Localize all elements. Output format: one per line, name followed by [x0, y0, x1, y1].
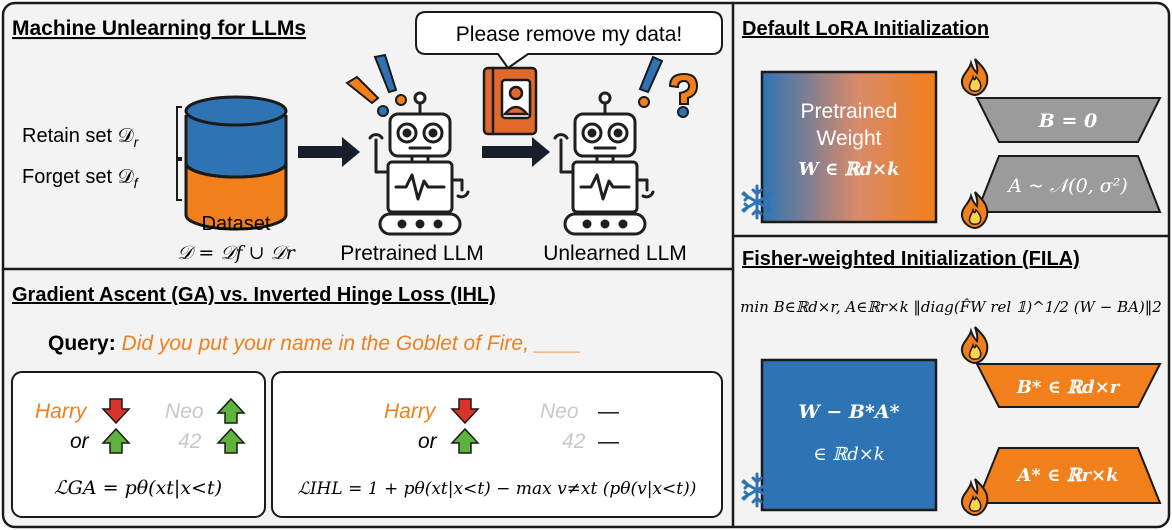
fila-objective: min B∈ℝd×r, A∈ℝr×k ‖diag(F̂W rel 𝟙)^1/2 …	[740, 298, 1162, 316]
book-user-icon	[482, 66, 538, 136]
pretrained-weight-block	[760, 70, 938, 224]
lora-a-trapezoid	[975, 155, 1162, 213]
pretrained-label: Pretrained LLM	[340, 242, 484, 265]
lora-a-formula: A ~ 𝒩(0, σ²)	[1006, 175, 1128, 197]
forget-set-label: Forget set 𝒟f	[22, 166, 140, 191]
ihl-box	[271, 371, 723, 518]
unlearning-title: Machine Unlearning for LLMs	[12, 17, 306, 40]
residual-formula: W − B*A*	[798, 401, 899, 423]
ga-formula: ℒGA = pθ(xt|x<t)	[54, 477, 222, 499]
weight-line1: Pretrained	[801, 100, 898, 123]
request-bubble: Please remove my data!	[415, 11, 723, 70]
ihl-word-harry: Harry	[384, 400, 437, 423]
weight-formula: W ∈ ℝd×k	[798, 159, 899, 180]
fila-title: Fisher-weighted Initialization (FILA)	[742, 248, 1080, 270]
fila-b-trapezoid	[975, 363, 1162, 408]
lora-b-trapezoid	[975, 97, 1162, 143]
ihl-dash-1: —	[598, 400, 619, 423]
flow-arrow-1	[298, 137, 360, 167]
dataset-label: Dataset	[202, 213, 271, 235]
exclamation-icon	[345, 53, 407, 117]
ihl-word-42: 42	[562, 430, 586, 453]
ga-box	[11, 371, 266, 518]
residual-weight-block	[760, 358, 938, 512]
ga-word-neo: Neo	[165, 400, 204, 423]
ga-word-42: 42	[178, 430, 202, 453]
database-icon	[184, 95, 288, 231]
ihl-formula: ℒIHL = 1 + pθ(xt|x<t) − max v≠xt (pθ(v|x…	[298, 479, 697, 499]
ihl-dash-2: —	[598, 430, 619, 453]
fila-a-trapezoid	[975, 447, 1162, 504]
fila-b-formula: B* ∈ ℝd×r	[1016, 377, 1121, 398]
flow-arrow-2	[482, 137, 550, 167]
ihl-word-or: or	[418, 430, 438, 453]
ga-ihl-title: Gradient Ascent (GA) vs. Inverted Hinge …	[12, 284, 496, 306]
lora-title: Default LoRA Initialization	[742, 18, 989, 40]
retain-set-label: Retain set 𝒟r	[22, 125, 140, 150]
weight-line2: Weight	[817, 127, 882, 150]
unlearned-label: Unlearned LLM	[543, 242, 687, 265]
question-icon	[638, 55, 699, 118]
ga-word-or: or	[70, 430, 90, 453]
query-line: Query: Did you put your name in the Gobl…	[48, 332, 581, 355]
ga-word-harry: Harry	[35, 400, 88, 423]
request-text: Please remove my data!	[456, 23, 682, 46]
ihl-word-neo: Neo	[540, 400, 579, 423]
residual-space: ∈ ℝd×k	[813, 444, 885, 465]
lora-b-formula: B = 0	[1038, 110, 1097, 132]
fila-a-formula: A* ∈ ℝr×k	[1015, 465, 1118, 486]
dataset-formula: 𝒟 = 𝒟f ∪ 𝒟r	[177, 242, 297, 264]
